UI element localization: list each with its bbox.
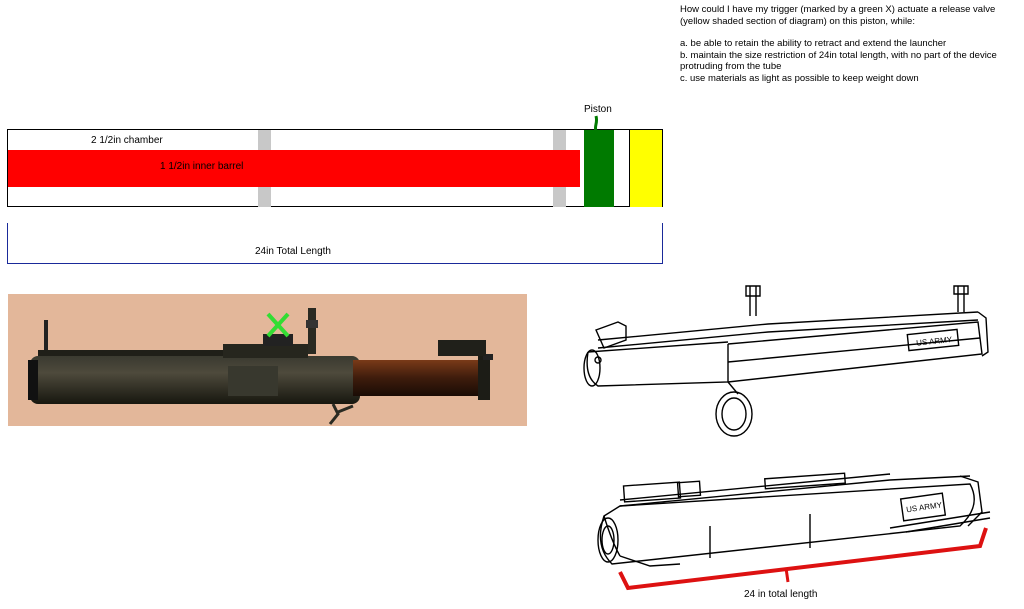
question-item-c: c. use materials as light as possible to… (680, 72, 919, 84)
bottom-drawing-stencil: US ARMY (906, 500, 944, 514)
question-text: How could I have my trigger (marked by a… (680, 4, 1016, 84)
question-item-a: a. be able to retain the ability to retr… (680, 38, 947, 49)
bottom-length-bracket (618, 527, 988, 591)
piston (584, 130, 614, 207)
piston-label: Piston (584, 104, 612, 115)
trigger-marker-x-icon (266, 312, 290, 338)
launcher-photo (8, 294, 527, 426)
launcher-photo-image (28, 308, 493, 425)
inner-barrel-label: 1 1/2in inner barrel (160, 161, 244, 172)
question-item-b: b. maintain the size restriction of 24in… (680, 49, 997, 73)
bottom-length-label: 24 in total length (744, 589, 818, 600)
chamber-label: 2 1/2in chamber (91, 135, 163, 146)
inner-barrel (8, 150, 580, 187)
question-intro: How could I have my trigger (marked by a… (680, 4, 996, 27)
launcher-drawing-extended: US ARMY (583, 285, 989, 437)
top-drawing-stencil: US ARMY (916, 335, 953, 348)
total-length-label: 24in Total Length (255, 246, 331, 257)
piston-label-pointer (593, 115, 599, 132)
release-valve (629, 130, 662, 207)
total-length-bracket (7, 223, 663, 264)
launcher-drawing-collapsed: US ARMY (597, 472, 991, 591)
